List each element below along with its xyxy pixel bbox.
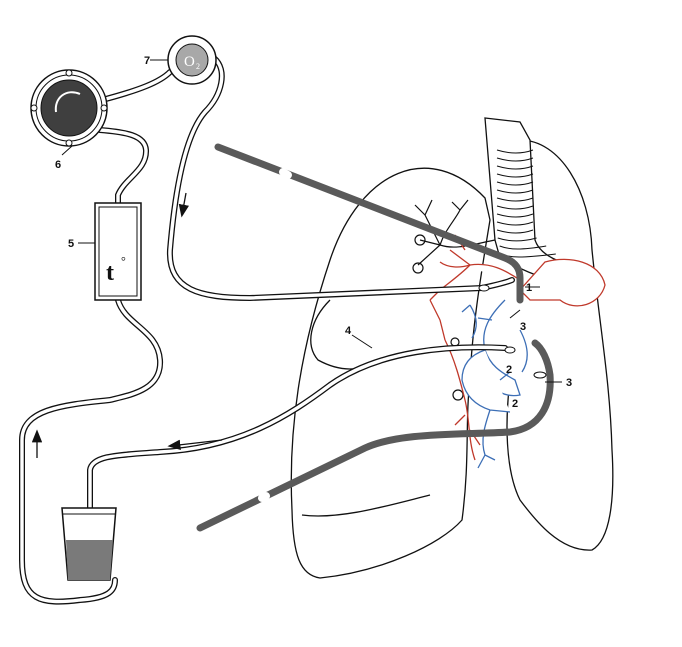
- reservoir: [61, 507, 117, 581]
- trachea-ring: [496, 229, 534, 234]
- trachea-ring: [496, 213, 534, 218]
- label-7: 7: [144, 55, 150, 67]
- tube-segment-core: [168, 56, 484, 300]
- trachea-ring: [496, 197, 534, 202]
- label-2-upper: 2: [506, 364, 512, 376]
- heater-symbol: t: [106, 260, 114, 286]
- tube-segment-core: [98, 128, 148, 205]
- label-2-lower: 2: [512, 398, 518, 410]
- trachea-rings: [496, 149, 556, 258]
- trachea-ring: [496, 173, 534, 178]
- heater-degree: °: [121, 254, 126, 268]
- number-labels: 7 6 5 4 1 3 3 2 2: [55, 55, 572, 410]
- tube-segment-core: [100, 70, 172, 102]
- pulmonary-trunk: [519, 258, 606, 307]
- upper-cannula: [214, 143, 524, 304]
- lung-outline: [290, 139, 614, 579]
- trachea-ring: [496, 157, 534, 162]
- pump: [30, 69, 108, 147]
- oxygenator: O 2: [167, 35, 217, 85]
- oxygen-symbol: O: [184, 54, 195, 70]
- trachea-ring: [496, 205, 534, 210]
- trachea-ring: [496, 181, 534, 186]
- arrow-left-icon: [167, 439, 223, 450]
- trachea-ring: [499, 245, 547, 250]
- label-4: 4: [345, 325, 352, 337]
- pump-rotation-icon: [54, 91, 81, 113]
- right-lung-outline: [506, 139, 614, 551]
- lower-cannula: [196, 339, 554, 532]
- label-3-lower: 3: [566, 377, 572, 389]
- arrow-down-icon: [178, 192, 189, 218]
- trachea-ring: [497, 237, 537, 242]
- trachea-ring: [496, 149, 534, 154]
- cannulas: [196, 143, 554, 532]
- label-3-upper: 3: [520, 321, 526, 333]
- blue-vessels: [461, 299, 528, 469]
- leader-lines: [61, 59, 562, 383]
- red-vessels: [429, 234, 606, 461]
- trachea-ring: [496, 221, 534, 226]
- tube-segment-core: [88, 345, 507, 510]
- label-5: 5: [68, 238, 74, 250]
- tube-segment-core: [20, 298, 162, 604]
- trachea-ring: [496, 189, 534, 194]
- tubing: [19, 55, 515, 605]
- label-6: 6: [55, 159, 61, 171]
- catheter-tips: [478, 284, 547, 379]
- label-1: 1: [526, 282, 532, 294]
- lung-base-line: [301, 494, 431, 517]
- flow-arrows: [31, 192, 223, 458]
- heat-exchanger: t °: [94, 202, 142, 301]
- trachea-ring: [496, 165, 534, 170]
- oxygen-subscript: 2: [196, 62, 200, 71]
